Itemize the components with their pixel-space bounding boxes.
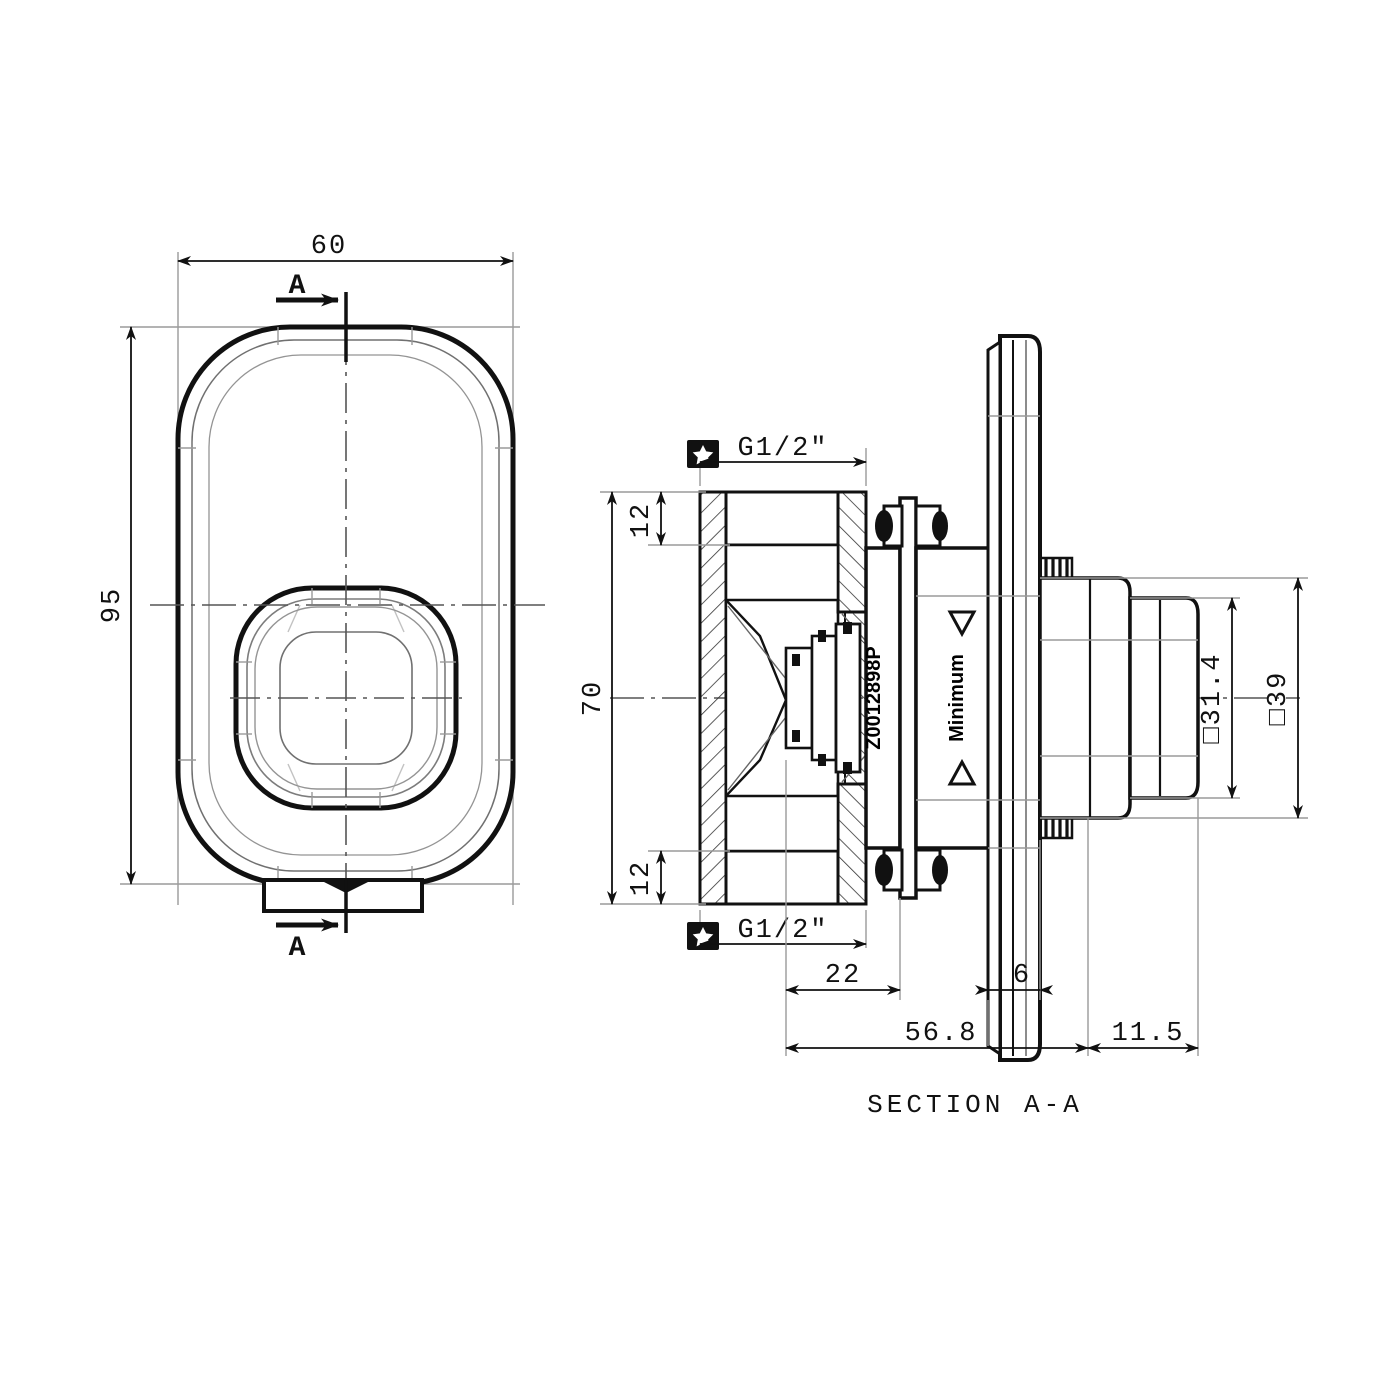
front-view-base-plate [262,878,424,913]
dim-12-bottom-group: 12 [627,850,666,905]
dim-70-label: 70 [579,680,609,716]
minimum-marking: Minimum [946,610,977,786]
dim-56-8-group: 56.8 [785,1019,1089,1053]
right-dim-extension-lines [1040,577,1308,819]
section-marker-a-top: A [276,271,348,362]
dim-22-label: 22 [825,961,861,991]
minimum-triangle-top [947,610,977,638]
escutcheon-plate [986,334,1042,1062]
horizontal-dim-witness-lines [785,760,1199,1056]
bolt-lower [875,848,948,892]
housing-seam-lines [178,327,513,884]
part-marking-label: Z0012898P [863,646,885,749]
dim-11-5-group: 11.5 [1087,1019,1199,1053]
spindle-cap-assembly [1038,576,1200,820]
thread-callout-bottom: G1/2" [687,916,867,950]
dim-39-label: □39 [1264,671,1294,726]
section-view: Z0012898P Minimum 70 12 [579,334,1308,1120]
dim-70-group: 70 [579,491,617,905]
front-view-width-dimension: 60 [177,232,514,266]
front-view: 60 95 [98,232,545,964]
dim-31-4-group: □31.4 [1198,597,1237,799]
minimum-triangle-bottom [947,758,977,786]
thread-label-top: G1/2" [737,434,828,464]
minimum-label: Minimum [946,654,968,742]
knob-seam-lines [236,588,456,808]
section-label-a-top: A [289,271,306,302]
dim-6-label: 6 [1013,961,1031,991]
dim-12-top-label: 12 [627,502,657,538]
front-view-height-dimension: 95 [98,326,136,885]
section-construction-lines [916,415,1040,849]
cartridge-seal-stack [784,622,862,774]
thread-label-bottom: G1/2" [737,916,828,946]
dim-60-label: 60 [311,232,347,262]
dim-11-5-label: 11.5 [1112,1019,1185,1049]
dim-6-group: 6 [975,961,1053,995]
dim-39-group: □39 [1264,577,1303,819]
dim-22-group: 22 [785,961,901,995]
section-caption: SECTION A-A [867,1090,1083,1120]
dim-31-4-label: □31.4 [1198,652,1228,743]
dim-95-label: 95 [98,587,128,623]
dim-12-bottom-label: 12 [627,860,657,896]
front-view-centrelines [150,335,545,905]
bolt-upper [875,504,948,548]
thread-callout-top: G1/2" [687,434,867,468]
section-label-a-bottom: A [289,933,306,964]
section-marker-a-bottom: A [276,880,348,964]
dim-12-top-group: 12 [627,491,666,546]
dim-56-8-label: 56.8 [905,1019,978,1049]
